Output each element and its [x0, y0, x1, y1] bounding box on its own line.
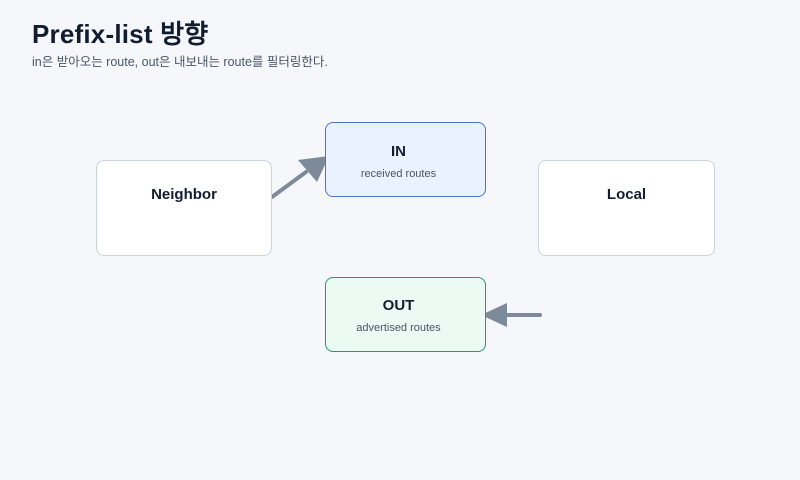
page-subtitle: in은 받아오는 route, out은 내보내는 route를 필터링한다.: [32, 55, 328, 69]
in-label: IN: [391, 143, 406, 160]
in-node: IN received routes: [325, 122, 486, 197]
out-description: advertised routes: [356, 322, 441, 334]
in-description: received routes: [360, 168, 437, 180]
neighbor-label: Neighbor: [151, 186, 217, 203]
page-title: Prefix-list 방향: [32, 19, 209, 49]
local-node: Local: [538, 160, 715, 256]
arrow-neighbor-to-in: [270, 156, 329, 199]
out-node: OUT advertised routes: [325, 277, 486, 352]
out-label: OUT: [382, 297, 415, 314]
neighbor-node: Neighbor: [96, 160, 272, 256]
local-label: Local: [606, 186, 647, 203]
arrow-local-to-out: [481, 303, 542, 327]
